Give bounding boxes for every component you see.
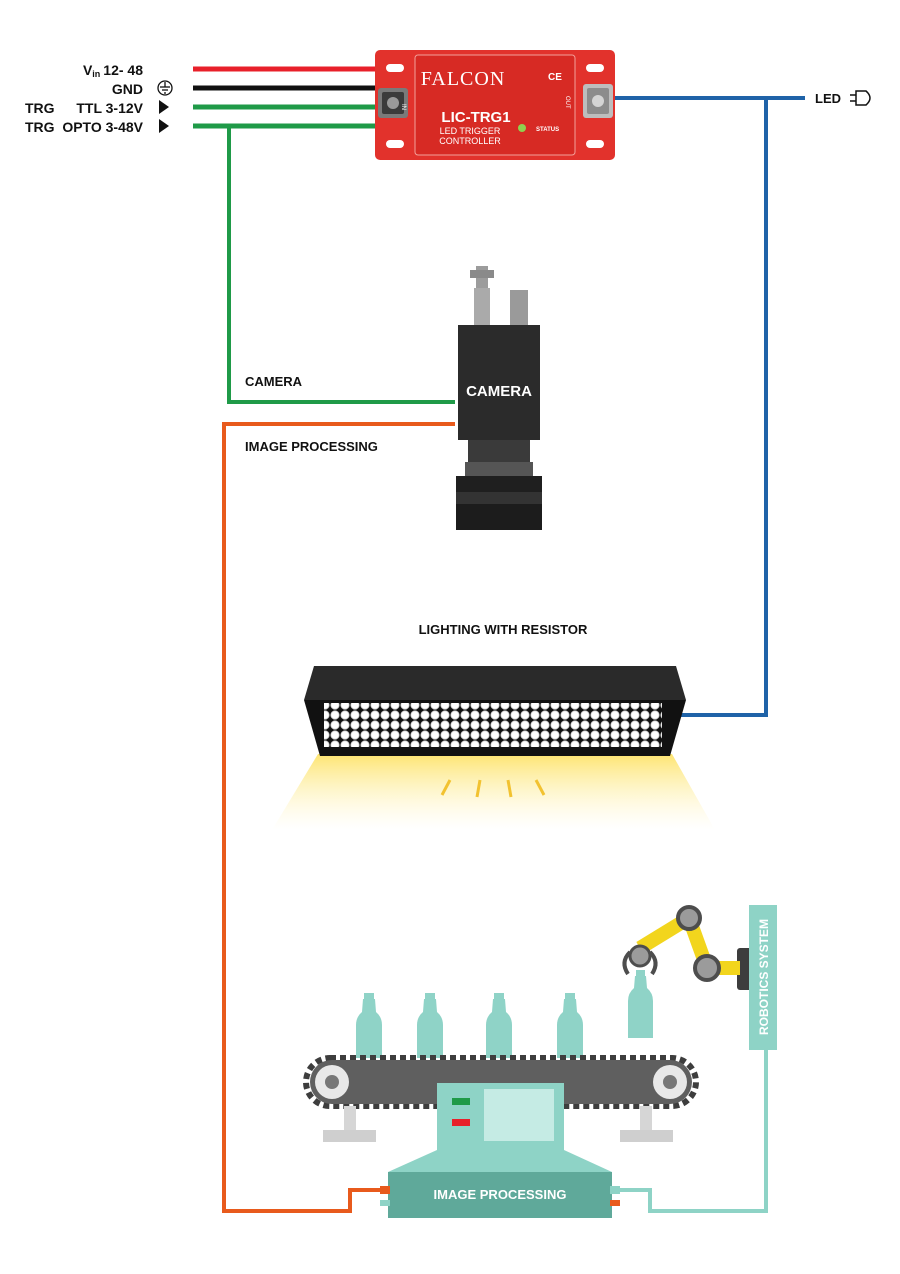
lighting-power-line: [678, 98, 768, 717]
trg-opto-label: OPTO 3-48V: [62, 119, 143, 135]
gnd-label: GND: [112, 81, 143, 97]
led-output-label: LED: [815, 91, 841, 106]
trg-ttl-label: TTL 3-12V: [76, 100, 143, 116]
trg-opto-prefix: TRG: [25, 119, 55, 135]
trg-ttl-prefix: TRG: [25, 100, 55, 116]
status-led: [518, 124, 526, 132]
image-processing-box-label: IMAGE PROCESSING: [434, 1187, 567, 1202]
bottle: [417, 993, 443, 1058]
mount-slot: [586, 64, 604, 72]
play-arrow-icon: [159, 100, 169, 114]
robotics-label: ROBOTICS SYSTEM: [757, 919, 771, 1035]
controller-desc-line2: CONTROLLER: [439, 136, 501, 146]
mount-slot: [386, 64, 404, 72]
mount-slot: [586, 140, 604, 148]
robot-arm: [622, 905, 757, 1038]
in-port-label: IN: [400, 104, 406, 110]
led-bar-light: [304, 666, 686, 756]
led-bulb-icon: [850, 90, 871, 106]
controller-desc-line1: LED TRIGGER: [440, 126, 501, 136]
wires: [193, 66, 805, 1213]
status-label: STATUS: [536, 127, 559, 133]
led-array: [324, 703, 662, 747]
light-beam: [272, 754, 715, 830]
ce-mark: CE: [548, 72, 562, 83]
bottle: [356, 993, 382, 1058]
robotics-line: [612, 1050, 768, 1213]
image-processing-station: IMAGE PROCESSING: [380, 1083, 620, 1218]
input-connector: [378, 88, 408, 118]
brand-logo: FALCON: [421, 68, 506, 90]
led-trigger-controller: IN OUT FALCON CE LIC-TRG1 LED TRIGGER CO…: [375, 50, 615, 160]
image-processing-line: [222, 422, 455, 1213]
controller-panel: [414, 54, 576, 156]
green-indicator: [452, 1098, 470, 1105]
lighting-label: LIGHTING WITH RESISTOR: [419, 622, 588, 637]
camera-trigger-line: [227, 126, 455, 404]
image-processing-line-label: IMAGE PROCESSING: [245, 439, 378, 454]
play-arrow-icon: [159, 119, 169, 133]
bottle: [557, 993, 583, 1058]
bottle: [486, 993, 512, 1058]
ground-symbol-icon: [157, 80, 173, 96]
camera-device-label: CAMERA: [466, 383, 532, 400]
out-port-label: OUT: [564, 96, 570, 109]
robotics-system-box: ROBOTICS SYSTEM: [749, 905, 777, 1050]
model-name: LIC-TRG1: [441, 109, 510, 126]
mount-slot: [386, 140, 404, 148]
conveyor-belt: [303, 1055, 699, 1142]
camera-device: CAMERA: [456, 266, 542, 530]
bottles: [356, 993, 583, 1058]
camera-line-label: CAMERA: [245, 374, 303, 389]
red-indicator: [452, 1119, 470, 1126]
output-connector: [583, 84, 613, 118]
bottle: [628, 970, 653, 1038]
